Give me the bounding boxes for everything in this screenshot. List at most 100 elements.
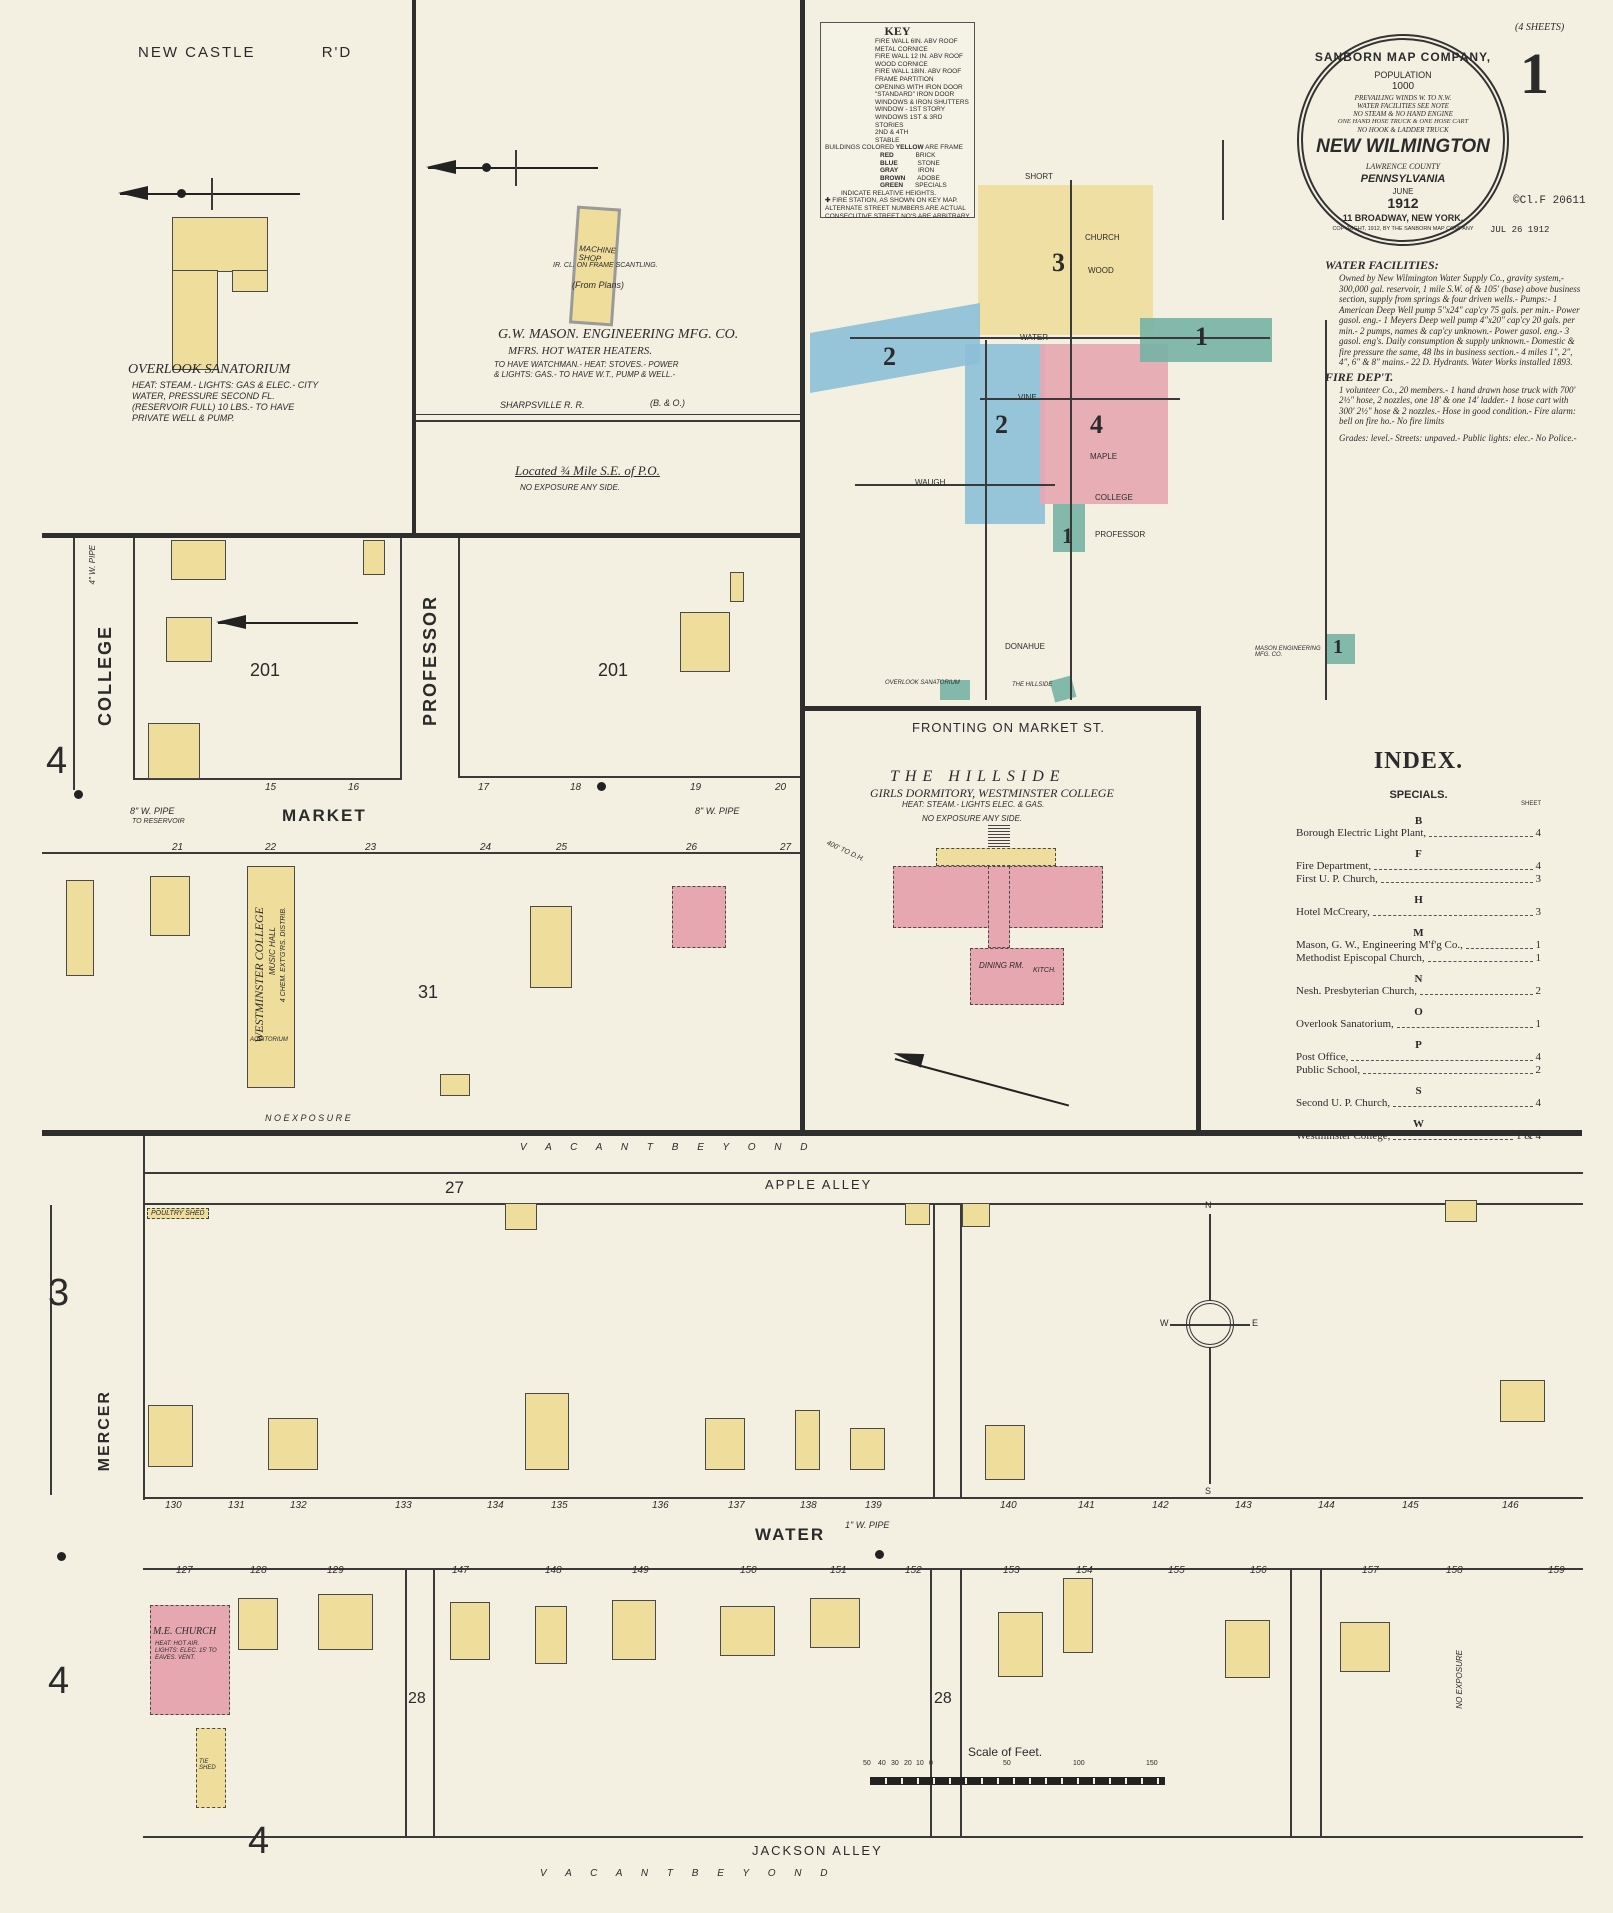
poultry-shed-label: POULTRY SHED: [147, 1208, 209, 1219]
lot-158: 158: [1446, 1565, 1463, 1576]
street-market-line: [1070, 180, 1072, 700]
dwelling: [705, 1418, 745, 1470]
lot-153: 153: [1003, 1565, 1020, 1576]
index-entry: Borough Electric Light Plant,4: [1296, 827, 1541, 840]
tie-shed-label: TIE SHED: [199, 1759, 216, 1771]
westminster-college-music-hall: WESTMINSTER COLLEGE MUSIC HALL 4 CHEM. E…: [247, 866, 295, 1088]
index-letter-n: N: [1414, 973, 1423, 985]
seal-address: 11 BROADWAY, NEW YORK.: [1342, 213, 1464, 223]
compass-e: E: [1252, 1318, 1259, 1328]
sheet-ref-4a: 4: [48, 1660, 70, 1702]
north-arrow-keymap: [1222, 140, 1224, 220]
street-water-line: [850, 337, 1270, 339]
leader-dots: [1429, 827, 1533, 837]
dwelling: [720, 1606, 775, 1656]
index-entry-sheet: 1: [1535, 939, 1542, 951]
lot-157: 157: [1362, 1565, 1379, 1576]
hillside-fronting: FRONTING ON MARKET ST.: [912, 720, 1105, 735]
block-south-south-edge: [143, 1836, 1583, 1838]
dwelling: [850, 1428, 885, 1470]
key-color-blue: BLUE: [880, 159, 898, 167]
block-south-div-5: [1290, 1568, 1292, 1836]
dwelling: [612, 1600, 656, 1660]
lot-24: 24: [480, 842, 492, 853]
outbuilding: [440, 1074, 470, 1096]
keymap-sheet-1-label-mason: 1: [1333, 636, 1343, 658]
index-entry: Nesh. Presbyterian Church,2: [1296, 985, 1541, 998]
seal-county: LAWRENCE COUNTY: [1365, 162, 1441, 171]
pipe-label-water: 1" W. PIPE: [845, 1520, 890, 1530]
dwelling: [1063, 1578, 1093, 1653]
key-fire-station-note: ✚ FIRE STATION, AS SHOWN ON KEY MAP.: [825, 197, 970, 205]
block-south-div-3: [930, 1568, 932, 1836]
hillside-distance: 400' TO D.H.: [825, 839, 866, 864]
lot-17: 17: [478, 782, 490, 793]
block-201-right-west: [458, 538, 460, 778]
me-church-label: M.E. CHURCH: [153, 1626, 217, 1637]
garage: [962, 1203, 990, 1227]
lot-134: 134: [487, 1500, 504, 1511]
dwelling: [985, 1425, 1025, 1480]
index-entry-name: Nesh. Presbyterian Church,: [1296, 985, 1417, 997]
block-28b: 28: [934, 1690, 952, 1707]
lot-156: 156: [1250, 1565, 1267, 1576]
hydrant-icon: [74, 790, 83, 799]
overlook-building-annex: [232, 270, 268, 292]
key-material: BRICK: [915, 151, 936, 159]
dwelling: [66, 880, 94, 976]
block-south-div-1: [405, 1568, 407, 1836]
dwelling: [148, 723, 200, 779]
sheet-ref-3: 3: [48, 1272, 70, 1314]
leader-dots: [1380, 873, 1533, 883]
frame-h1: [42, 533, 804, 538]
dwelling: [166, 617, 212, 662]
scale-tick: 50: [863, 1760, 871, 1767]
compass-w: W: [1160, 1318, 1169, 1328]
index-entry-name: Hotel McCreary,: [1296, 906, 1370, 918]
water-street-label: WATER: [755, 1525, 826, 1544]
key-color-yellow: YELLOW: [895, 144, 924, 152]
leader-dots: [1465, 939, 1533, 949]
keymap-sheet-2-label-a: 2: [883, 342, 896, 371]
lot-18: 18: [570, 782, 582, 793]
lot-138: 138: [800, 1500, 817, 1511]
copyright-stamp: ©Cl.F 20611: [1513, 195, 1586, 207]
block-201-left: 201: [250, 660, 281, 680]
index-letter-h: H: [1414, 894, 1423, 906]
index-letter-o: O: [1414, 1006, 1423, 1018]
keymap-street-maple: MAPLE: [1090, 452, 1118, 461]
mason-exposure: NO EXPOSURE ANY SIDE.: [520, 483, 621, 492]
lot-159: 159: [1548, 1565, 1565, 1576]
block-south-div-4: [960, 1568, 962, 1836]
railroad-line-keymap: [1325, 320, 1327, 700]
leader-dots: [1372, 906, 1533, 916]
mason-notes: TO HAVE WATCHMAN.- HEAT: STOVES.- POWER …: [494, 360, 679, 379]
bo-label: (B. & O.): [650, 398, 686, 408]
mercer-west-edge: [50, 1205, 52, 1495]
index-letter-s: S: [1415, 1085, 1422, 1097]
block-south-div-6: [1320, 1568, 1322, 1836]
lot-27: 27: [780, 842, 792, 853]
key-material: ADOBE: [917, 174, 940, 182]
arrowhead-icon: [891, 1046, 925, 1068]
lot-19: 19: [690, 782, 702, 793]
street-waugh-line: [855, 484, 1055, 486]
sheet-1-zone-south: [1053, 504, 1085, 552]
hydrant-icon: [875, 1550, 884, 1559]
dwelling: [1340, 1622, 1390, 1672]
hillside-connector: [988, 866, 1010, 948]
seal-company: SANBORN MAP COMPANY,: [1314, 50, 1492, 64]
key-item: STABLE: [875, 136, 900, 144]
dwelling: [268, 1418, 318, 1470]
water-south-edge: [143, 1568, 1583, 1570]
jackson-alley-label: JACKSON ALLEY: [752, 1843, 883, 1858]
dwelling: [171, 540, 226, 580]
block-201-left-east: [400, 538, 402, 780]
hillside-dining-building: DINING RM. KITCH.: [970, 948, 1064, 1005]
index-entry-sheet: 3: [1535, 873, 1542, 885]
index-entry-name: Methodist Episcopal Church,: [1296, 952, 1425, 964]
pipe-to-reservoir: TO RESERVOIR: [132, 818, 185, 825]
me-church-notes: HEAT: HOT AIR. LIGHTS: ELEC. 15' TO EAVE…: [155, 1641, 217, 1661]
sheet-3-zone: [978, 185, 1153, 335]
index-entry: Public School,2: [1296, 1064, 1541, 1077]
